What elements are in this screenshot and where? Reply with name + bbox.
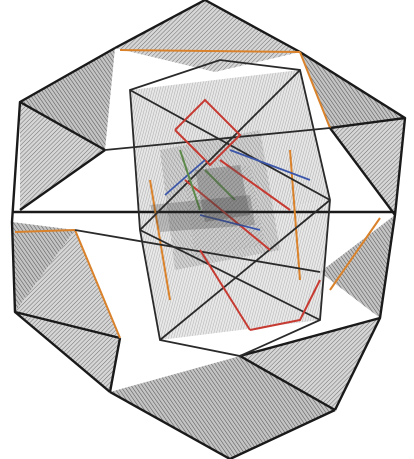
shell-panel-right [330, 118, 405, 215]
shell-panel-lower-right [320, 215, 395, 318]
